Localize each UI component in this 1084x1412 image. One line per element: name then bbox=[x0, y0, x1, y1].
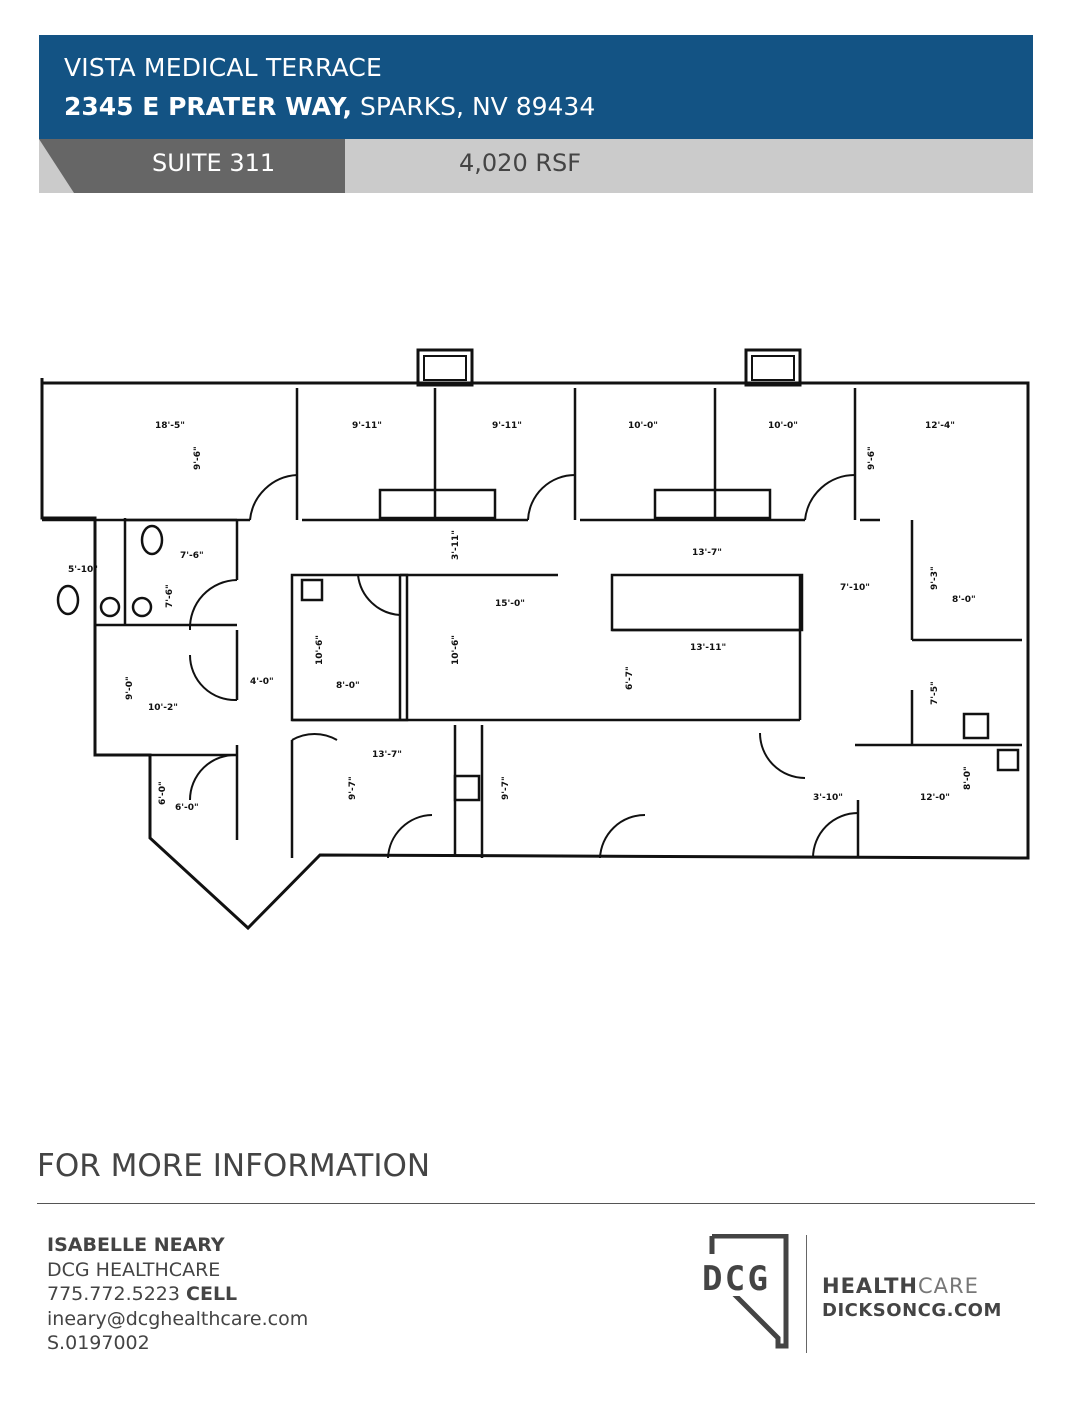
header-banner: VISTA MEDICAL TERRACE 2345 E PRATER WAY,… bbox=[39, 35, 1033, 139]
divider bbox=[37, 1203, 1035, 1204]
dcg-logo: DCG bbox=[700, 1234, 789, 1349]
door-swings bbox=[188, 473, 859, 859]
brand-name: HEALTHCARE bbox=[822, 1274, 979, 1298]
contact-email[interactable]: ineary@dcghealthcare.com bbox=[47, 1307, 309, 1330]
logo-divider bbox=[806, 1235, 807, 1353]
contact-block: ISABELLE NEARY DCG HEALTHCARE 775.772.52… bbox=[47, 1233, 308, 1356]
exterior-walls bbox=[40, 348, 1030, 931]
contact-phone[interactable]: 775.772.5223 CELL bbox=[47, 1282, 308, 1307]
city-state-zip: SPARKS, NV 89434 bbox=[359, 92, 596, 121]
brand-light: CARE bbox=[917, 1274, 979, 1298]
property-address: 2345 E PRATER WAY, SPARKS, NV 89434 bbox=[64, 92, 595, 121]
phone-number[interactable]: 775.772.5223 bbox=[47, 1283, 180, 1305]
interior-walls bbox=[42, 388, 1022, 858]
contact-company: DCG HEALTHCARE bbox=[47, 1258, 221, 1281]
property-name: VISTA MEDICAL TERRACE bbox=[64, 53, 383, 82]
suite-number: SUITE 311 bbox=[152, 149, 276, 177]
brand-bold: HEALTH bbox=[822, 1274, 918, 1298]
more-info-heading: FOR MORE INFORMATION bbox=[37, 1148, 431, 1184]
suite-area: 4,020 RSF bbox=[459, 149, 582, 177]
contact-name: ISABELLE NEARY bbox=[47, 1234, 225, 1256]
suite-bar: SUITE 311 4,020 RSF bbox=[39, 139, 1033, 193]
contact-license: S.0197002 bbox=[47, 1332, 150, 1354]
street-address: 2345 E PRATER WAY, bbox=[64, 92, 353, 121]
svg-text:DCG: DCG bbox=[702, 1259, 768, 1299]
phone-label: CELL bbox=[186, 1283, 238, 1305]
floor-plan bbox=[40, 348, 1030, 931]
website-link[interactable]: DICKSONCG.COM bbox=[822, 1300, 1002, 1321]
suite-tab: SUITE 311 bbox=[39, 139, 345, 193]
